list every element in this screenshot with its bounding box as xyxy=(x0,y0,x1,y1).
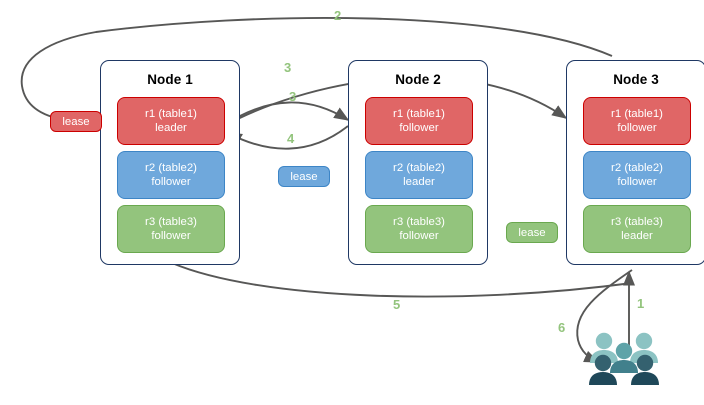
node-1-replica-r3-role: follower xyxy=(151,230,191,242)
node-2-title: Node 2 xyxy=(395,72,441,87)
node-2[interactable]: Node 2 r1 (table1) follower r2 (table2) … xyxy=(348,60,488,265)
step-label-2: 2 xyxy=(334,8,342,23)
node-3-replica-r3-role: leader xyxy=(621,230,653,242)
edge-5 xyxy=(171,262,633,298)
node-2-replica-r1-name: r1 (table1) xyxy=(393,108,445,120)
node-1-title: Node 1 xyxy=(147,72,193,87)
users-group-icon xyxy=(589,332,659,385)
node-3-replica-r1-role: follower xyxy=(617,122,657,134)
node-1-replica-r3-name: r3 (table3) xyxy=(145,216,197,228)
step-label-3-lower: 3 xyxy=(289,89,297,104)
node-3-replica-r1-name: r1 (table1) xyxy=(611,108,663,120)
node-3-replica-r1[interactable]: r1 (table1) follower xyxy=(583,97,691,145)
step-label-5: 5 xyxy=(393,297,401,312)
node-3-replica-r2-name: r2 (table2) xyxy=(611,162,663,174)
step-label-6: 6 xyxy=(558,320,566,335)
edge-3-lower xyxy=(225,101,350,125)
node-2-replica-r1-role: follower xyxy=(399,122,439,134)
node-1-replica-r2-name: r2 (table2) xyxy=(145,162,197,174)
node-2-replica-r3-role: follower xyxy=(399,230,439,242)
lease-chip-red[interactable]: lease xyxy=(50,111,102,132)
lease-chip-blue[interactable]: lease xyxy=(278,166,330,187)
node-3-replica-r2-role: follower xyxy=(617,176,657,188)
node-2-replica-r2-name: r2 (table2) xyxy=(393,162,445,174)
step-label-1: 1 xyxy=(637,296,645,311)
node-1-replica-r3[interactable]: r3 (table3) follower xyxy=(117,205,225,253)
node-1-replica-r1-role: leader xyxy=(155,122,187,134)
step-label-3-upper: 3 xyxy=(284,60,292,75)
node-3-replica-r2[interactable]: r2 (table2) follower xyxy=(583,151,691,199)
node-1-replica-r1[interactable]: r1 (table1) leader xyxy=(117,97,225,145)
node-2-replica-r2-role: leader xyxy=(403,176,435,188)
node-1[interactable]: Node 1 r1 (table1) leader r2 (table2) fo… xyxy=(100,60,240,265)
node-2-replica-r3-name: r3 (table3) xyxy=(393,216,445,228)
node-3-title: Node 3 xyxy=(613,72,659,87)
node-2-replica-r2[interactable]: r2 (table2) leader xyxy=(365,151,473,199)
node-1-replica-r2-role: follower xyxy=(151,176,191,188)
node-3-replica-r3-name: r3 (table3) xyxy=(611,216,663,228)
lease-chip-green[interactable]: lease xyxy=(506,222,558,243)
node-2-replica-r1[interactable]: r1 (table1) follower xyxy=(365,97,473,145)
node-2-replica-r3[interactable]: r3 (table3) follower xyxy=(365,205,473,253)
node-1-replica-r1-name: r1 (table1) xyxy=(145,108,197,120)
node-3[interactable]: Node 3 r1 (table1) follower r2 (table2) … xyxy=(566,60,704,265)
node-1-replica-r2[interactable]: r2 (table2) follower xyxy=(117,151,225,199)
node-3-replica-r3[interactable]: r3 (table3) leader xyxy=(583,205,691,253)
step-label-4: 4 xyxy=(287,131,295,146)
